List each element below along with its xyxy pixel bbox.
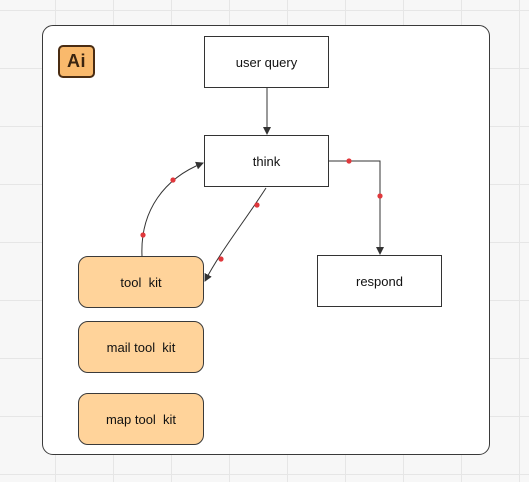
map-tool-kit-node[interactable]: map tool kit xyxy=(78,393,204,445)
user-query-label: user query xyxy=(235,54,298,70)
respond-node[interactable]: respond xyxy=(317,255,442,307)
tool-kit-label: tool kit xyxy=(120,274,162,290)
ai-logo-text: Ai xyxy=(67,51,86,71)
tool-kit-node[interactable]: tool kit xyxy=(78,256,204,308)
user-query-node[interactable]: user query xyxy=(204,36,329,88)
mail-tool-kit-label: mail tool kit xyxy=(106,339,176,355)
diagram-canvas xyxy=(42,25,490,455)
think-node[interactable]: think xyxy=(204,135,329,187)
think-label: think xyxy=(252,153,281,169)
ai-logo-icon: Ai xyxy=(58,45,95,78)
map-tool-kit-label: map tool kit xyxy=(105,411,177,427)
respond-label: respond xyxy=(356,273,403,289)
mail-tool-kit-node[interactable]: mail tool kit xyxy=(78,321,204,373)
